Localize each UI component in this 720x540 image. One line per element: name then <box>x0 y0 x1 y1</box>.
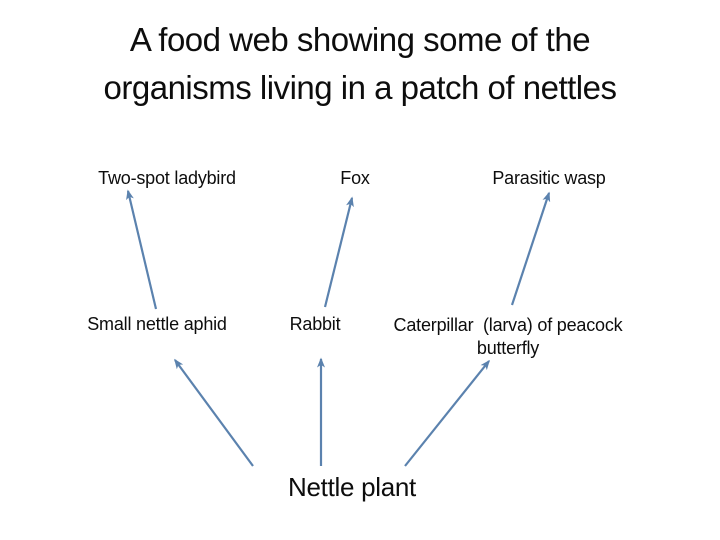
arrow-caterpillar-to-parasitic-wasp <box>510 191 551 306</box>
slide-title: A food web showing some of the organisms… <box>0 16 720 112</box>
arrow-rabbit-to-fox <box>323 196 354 308</box>
node-nettle-plant: Nettle plant <box>288 472 416 502</box>
node-two-spot-ladybird: Two-spot ladybird <box>98 168 236 188</box>
node-caterpillar-peacock-butterfly: Caterpillar (larva) of peacock butterfly <box>393 315 623 358</box>
arrow-small-nettle-aphid-to-two-spot-ladybird <box>126 189 158 310</box>
arrow-nettle-plant-to-small-nettle-aphid <box>174 358 254 467</box>
node-rabbit: Rabbit <box>289 314 341 334</box>
node-fox: Fox <box>340 168 370 188</box>
node-parasitic-wasp: Parasitic wasp <box>492 168 606 188</box>
slide-title-line1: A food web showing some of the <box>129 21 591 58</box>
arrow-nettle-plant-to-caterpillar <box>404 359 490 467</box>
node-small-nettle-aphid: Small nettle aphid <box>87 314 227 334</box>
slide-title-line2: organisms living in a patch of nettles <box>103 69 617 106</box>
